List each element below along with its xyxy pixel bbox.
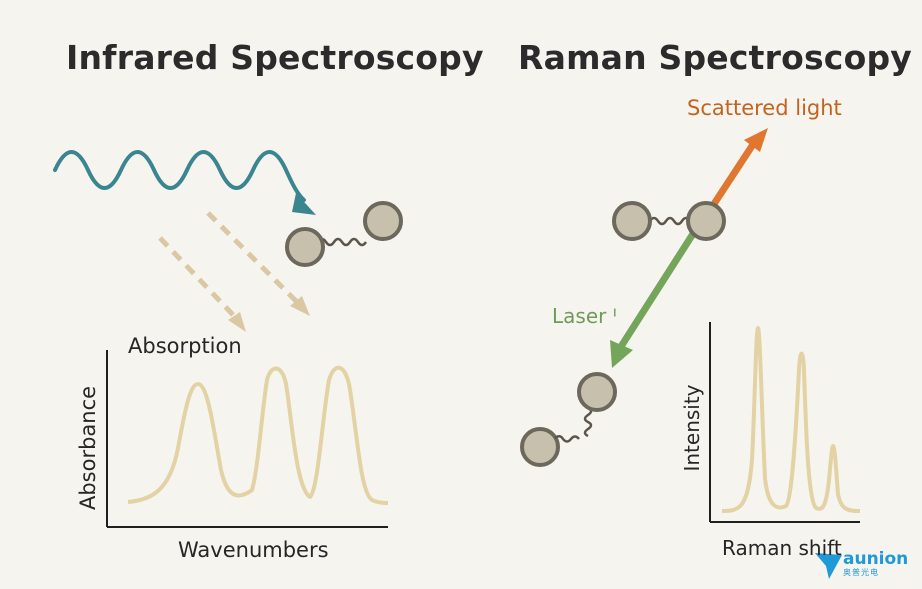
- atom-left: [612, 201, 652, 241]
- raman-molecule-top: [612, 201, 726, 241]
- laser-label: Laser ᑊ: [552, 304, 617, 328]
- aunion-logo-mark: [815, 553, 842, 579]
- scattered-light-label: Scattered light: [687, 96, 842, 120]
- wavenumbers-axis-label: Wavenumbers: [178, 538, 329, 562]
- dashed-arrow-right: [206, 211, 310, 316]
- infrared-axes: [106, 350, 388, 528]
- absorbance-axis-label: Absorbance: [76, 385, 100, 511]
- raman-axes: [709, 322, 860, 523]
- atom-right: [686, 201, 726, 241]
- scattered-light-arrow: [706, 128, 768, 214]
- logo-name: aunion: [843, 549, 909, 569]
- laser-arrow: [610, 222, 702, 368]
- absorption-label: Absorption: [128, 334, 242, 358]
- atom-left: [285, 227, 325, 267]
- aunion-logo: aunion 奥普光电: [813, 550, 908, 577]
- raman-molecule-bottom: [520, 372, 617, 467]
- infrared-spectrum: [127, 365, 389, 505]
- raman-title: Raman Spectroscopy: [518, 38, 912, 77]
- atom-lower: [520, 427, 560, 467]
- infrared-wave: [53, 150, 306, 202]
- intensity-axis-label: Intensity: [680, 384, 704, 472]
- dashed-arrow-left: [158, 236, 246, 332]
- infrared-molecule: [285, 201, 403, 267]
- raman-shift-axis-label: Raman shift: [722, 536, 842, 560]
- logo-subtitle: 奥普光电: [843, 568, 879, 577]
- atom-right: [363, 201, 403, 241]
- infrared-wave-arrowhead: [292, 193, 316, 215]
- atom-upper: [577, 372, 617, 412]
- infrared-title: Infrared Spectroscopy: [66, 38, 484, 77]
- raman-spectrum: [721, 326, 861, 513]
